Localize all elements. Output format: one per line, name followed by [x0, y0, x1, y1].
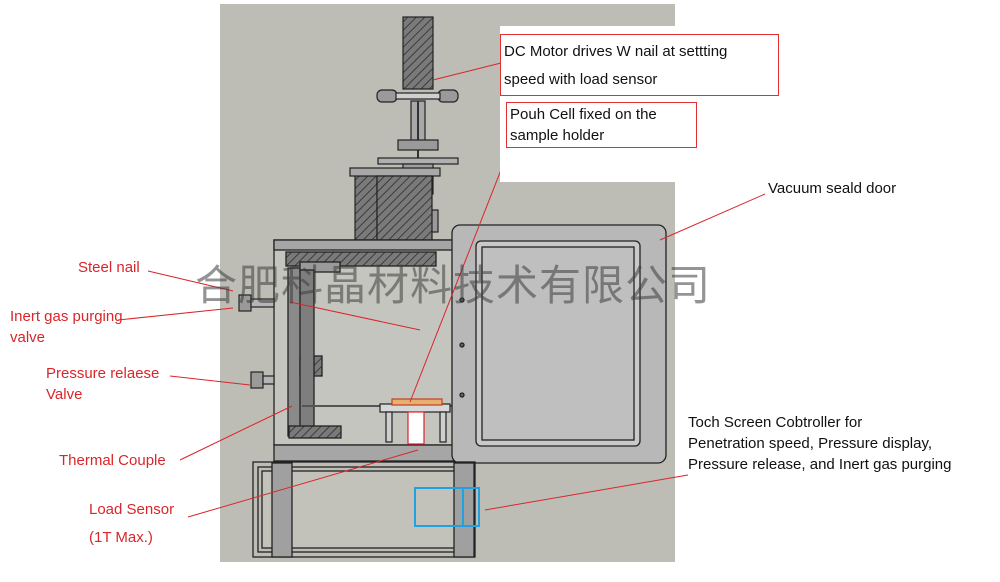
vacuum-door-label: Vacuum seald door	[768, 180, 897, 197]
vacuum-door	[451, 224, 667, 464]
dc-motor-label-2: speed with load sensor	[504, 71, 658, 88]
touch-label-2: Penetration speed, Pressure display,	[688, 435, 933, 452]
dc-motor-label-1: DC Motor drives W nail at settting	[504, 43, 728, 60]
controller-base	[252, 461, 480, 558]
pressure-label-2: Valve	[46, 386, 83, 403]
sample-holder	[379, 398, 451, 445]
load-sensor-label-1: Load Sensor	[89, 501, 175, 518]
steel-nail-label: Steel nail	[78, 259, 140, 276]
thermal-couple-label: Thermal Couple	[59, 452, 166, 469]
support-frame	[349, 167, 441, 249]
company-watermark: 合肥科晶材料技术有限公司	[195, 261, 712, 310]
valves	[238, 294, 275, 389]
pouch-label-2: sample holder	[510, 127, 605, 144]
pressure-label-1: Pressure relaese	[46, 365, 160, 382]
inert-gas-label-1: Inert gas purging	[10, 308, 123, 325]
touch-label-3: Pressure release, and Inert gas purging	[688, 456, 952, 473]
pouch-label-1: Pouh Cell fixed on the	[510, 106, 657, 123]
leader-lines	[117, 34, 766, 518]
inert-gas-label-2: valve	[10, 329, 46, 346]
touch-label-1: Toch Screen Cobtroller for	[688, 414, 863, 431]
pouch-callout	[506, 102, 697, 148]
dc-motor-callout	[500, 34, 779, 96]
load-sensor-label-2: (1T Max.)	[89, 529, 153, 546]
vacuum-chamber	[273, 239, 455, 462]
